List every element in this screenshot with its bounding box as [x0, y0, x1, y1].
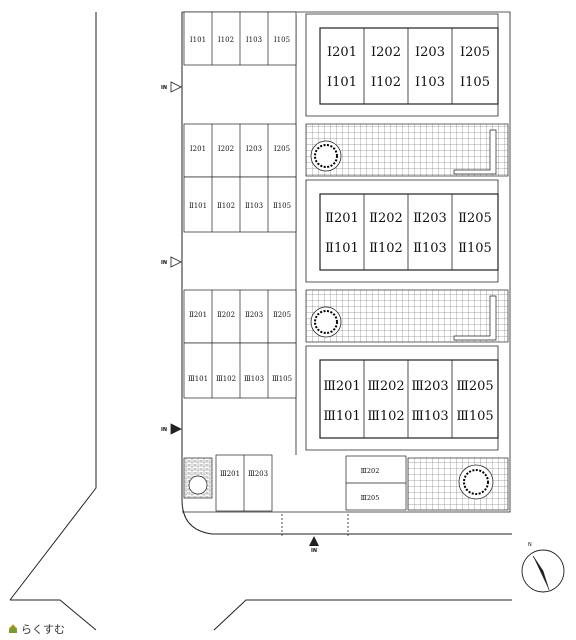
entrance-marker-3: IN: [161, 423, 182, 435]
parking-label: I103: [246, 36, 262, 44]
unit-label: Ⅲ201: [323, 379, 360, 394]
unit-label: Ⅱ203: [413, 211, 447, 226]
entrance-marker-1: IN: [161, 81, 182, 93]
unit-label: I105: [460, 75, 490, 90]
parking-labels: I101 I102 I103 I105 I201 I202 I203 I205 …: [188, 36, 292, 478]
parking-label: Ⅱ101: [189, 202, 207, 210]
buildings: [319, 27, 499, 439]
unit-label: Ⅲ105: [456, 409, 493, 424]
unit-label: Ⅱ103: [413, 241, 447, 256]
entrance-label: IN: [161, 260, 167, 266]
parking-label: Ⅲ205: [361, 494, 380, 502]
parking-label: I202: [218, 145, 234, 153]
unit-label: Ⅲ202: [367, 379, 404, 394]
parking-label: Ⅲ202: [361, 467, 380, 475]
parking-label: Ⅱ105: [273, 202, 291, 210]
north-label: N: [528, 542, 532, 548]
entrance-label: IN: [161, 427, 167, 433]
unit-label: Ⅲ102: [367, 409, 404, 424]
unit-label: Ⅱ201: [325, 211, 359, 226]
unit-label: I102: [371, 75, 401, 90]
parking-label: Ⅱ202: [217, 311, 235, 319]
unit-label: I101: [327, 75, 357, 90]
parking-label: Ⅲ103: [244, 375, 264, 383]
parking-label: Ⅲ105: [272, 375, 292, 383]
unit-label: Ⅲ101: [323, 409, 360, 424]
entrance-label: IN: [161, 85, 167, 91]
parking-label: Ⅱ102: [217, 202, 235, 210]
brand-logo: らくすむ: [8, 621, 65, 637]
parking-label: Ⅲ203: [248, 470, 268, 478]
unit-label: Ⅲ203: [411, 379, 448, 394]
parking-label: I201: [190, 145, 206, 153]
unit-label: I205: [460, 45, 490, 60]
house-icon: [8, 624, 18, 634]
entrance-marker-4: IN: [309, 536, 319, 554]
unit-label: Ⅱ205: [458, 211, 492, 226]
unit-label: I201: [327, 45, 357, 60]
parking-label: Ⅱ103: [245, 202, 263, 210]
parking-label: I101: [190, 36, 206, 44]
unit-label: I202: [371, 45, 401, 60]
garden-1: [305, 123, 509, 177]
parking-area: [183, 11, 297, 512]
gate-marks: [281, 514, 349, 536]
parking-label: Ⅱ203: [245, 311, 263, 319]
unit-label: Ⅱ101: [325, 241, 359, 256]
entrance-label: IN: [311, 548, 317, 554]
parking-label: Ⅱ205: [273, 311, 291, 319]
brand-name: らくすむ: [21, 623, 65, 636]
corner-planter: [183, 457, 213, 499]
parking-label: Ⅲ201: [220, 470, 240, 478]
garden-2: [305, 289, 509, 343]
unit-label: I103: [415, 75, 445, 90]
parking-label: Ⅱ201: [189, 311, 207, 319]
parking-label: I105: [274, 36, 290, 44]
garden-3: [407, 457, 509, 511]
road-lines: [9, 12, 512, 631]
unit-label: I203: [415, 45, 445, 60]
small-parking: Ⅲ202 Ⅲ205: [345, 455, 407, 511]
parking-label: Ⅲ102: [216, 375, 236, 383]
parking-label: Ⅲ101: [188, 375, 208, 383]
unit-label: Ⅱ202: [369, 211, 403, 226]
parking-label: I102: [218, 36, 234, 44]
parking-label: I205: [274, 145, 290, 153]
unit-label: Ⅲ205: [456, 379, 493, 394]
building-labels: I201 I202 I203 I205 I101 I102 I103 I105 …: [323, 45, 493, 424]
north-compass-icon: N: [521, 542, 565, 593]
entrance-marker-2: IN: [161, 256, 182, 268]
unit-label: Ⅱ105: [458, 241, 492, 256]
unit-label: Ⅲ103: [411, 409, 448, 424]
unit-label: Ⅱ102: [369, 241, 403, 256]
parking-label: I203: [246, 145, 262, 153]
